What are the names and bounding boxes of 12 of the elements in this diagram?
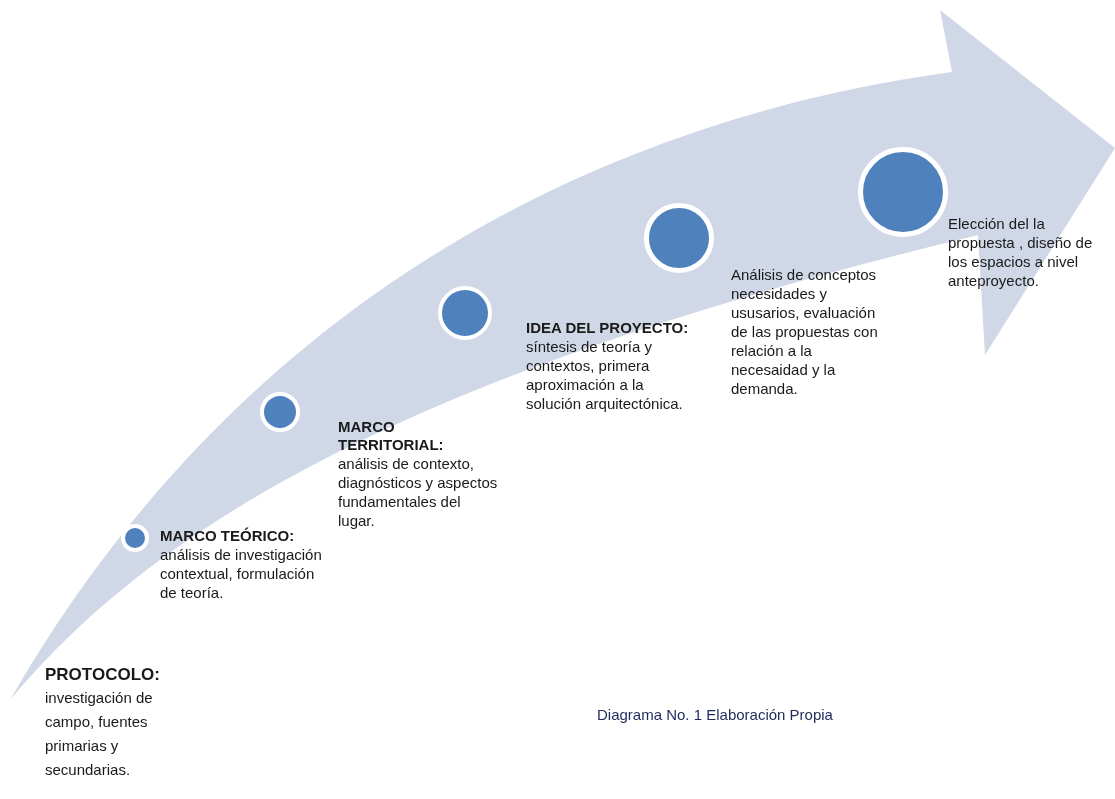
step-heading: MARCO TEÓRICO: [160,527,296,545]
step-description: Análisis de conceptos necesidades y ususarios, evaluación de las propuestas con relación a la necesaidad y la demanda. [731,265,879,398]
step-heading: IDEA DEL PROYECTO: [526,319,690,337]
step-description: análisis de contexto, diagnósticos y aspectos fundamentales del lugar. [338,454,498,530]
step-description: análisis de investigación contextual, formulación de teoría. [160,545,323,602]
step-description: investigación de campo, fuentes primarias y secundarias. [45,688,154,780]
caption: Diagrama No. 1 Elaboración Propia [597,706,833,723]
milestone-circle [121,524,149,552]
step-heading: MARCO TERRITORIAL: [338,418,445,454]
step-heading: PROTOCOLO: [45,664,161,686]
step-description: síntesis de teoría y contextos, primera aproximación a la solución arquitectónica. [526,337,684,413]
step-description: Elección del la propuesta , diseño de los espacios a nivel anteproyecto. [948,214,1094,290]
